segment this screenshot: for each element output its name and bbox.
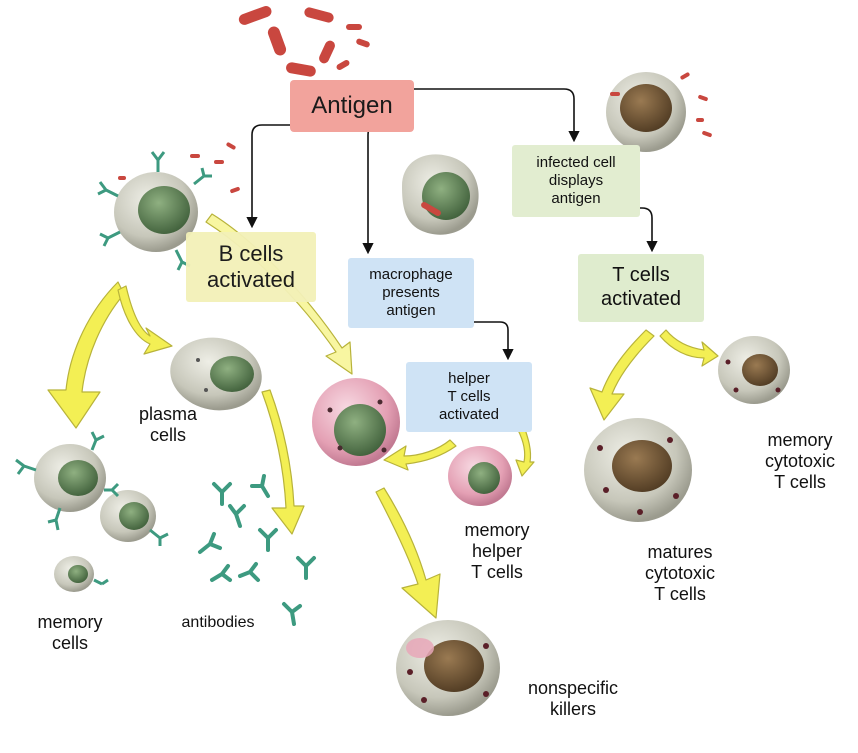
plasma-cell — [170, 337, 262, 411]
yellow-arrow-to-memory-helper — [515, 425, 535, 477]
memory-b-cells — [15, 431, 169, 592]
arrow-antigen-to-b-cells — [246, 124, 296, 229]
yellow-arrow-to-memory-cytotoxic — [659, 329, 719, 367]
memory-cells-label: memory cells — [37, 612, 103, 654]
antigen-box: Antigen — [290, 80, 414, 132]
b-cells-activated-box: B cells activated — [186, 232, 316, 302]
antibodies — [198, 474, 316, 626]
antibodies-label: antibodies — [181, 614, 255, 631]
yellow-arrow-to-memory-cells — [47, 281, 125, 429]
antigen-bacteria — [238, 6, 370, 77]
t-cells-activated-box: T cells activated — [578, 254, 704, 322]
b-cell — [97, 142, 240, 271]
infected-cell-displays-antigen-box: infected cell displays antigen — [512, 145, 640, 217]
arrow-macrophage-to-helper — [466, 321, 514, 361]
infected-cell — [606, 72, 712, 152]
macrophage-cell — [402, 154, 479, 235]
connector-arrows — [246, 88, 658, 361]
yellow-arrows — [47, 213, 719, 619]
memory-helper-t-cells-label: memory helper T cells — [464, 520, 530, 583]
pink-t-cell — [312, 378, 400, 466]
memory-helper-t-cell — [448, 446, 512, 506]
plasma-cells-label: plasma cells — [138, 404, 198, 446]
macrophage-presents-antigen-box: macrophage presents antigen — [348, 258, 474, 328]
yellow-arrow-to-antibodies — [261, 389, 305, 535]
arrow-antigen-to-macrophage — [362, 124, 406, 255]
helper-t-cells-activated-box: helper T cells activated — [406, 362, 532, 432]
arrow-antigen-to-infected-cell — [406, 88, 580, 143]
yellow-arrow-to-nonspecific-killers — [375, 487, 441, 619]
yellow-arrow-helper-to-pink-cell — [383, 439, 457, 471]
memory-cytotoxic-t-cell — [718, 336, 790, 404]
mature-cytotoxic-t-cell — [584, 418, 692, 522]
arrow-infected-to-t-cells — [628, 207, 658, 253]
yellow-arrow-to-plasma-cells — [117, 285, 173, 355]
matures-cytotoxic-t-cells-label: matures cytotoxic T cells — [644, 542, 716, 605]
yellow-arrow-to-mature-cytotoxic — [589, 329, 655, 421]
nonspecific-killer-cell — [396, 620, 500, 716]
nonspecific-killers-label: nonspecific killers — [527, 678, 619, 720]
memory-cytotoxic-t-cells-label: memory cytotoxic T cells — [764, 430, 836, 493]
